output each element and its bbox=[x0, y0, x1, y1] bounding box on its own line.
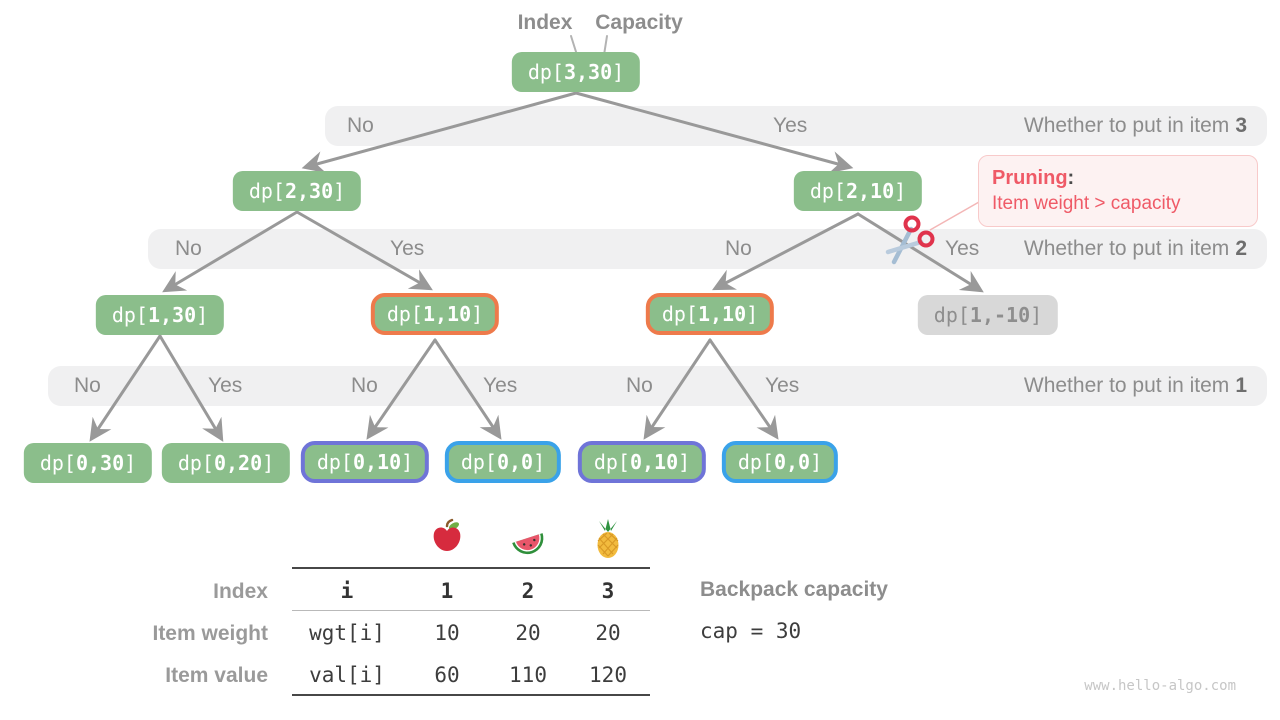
capacity-header-label: Capacity bbox=[595, 11, 683, 34]
table-cell-weight-2: 20 bbox=[515, 621, 541, 645]
table-cell-value-3: 120 bbox=[589, 663, 627, 687]
pruning-note: Pruning: Item weight > capacity bbox=[978, 155, 1258, 227]
dp-node-1-10-right: dp[1,10] bbox=[645, 293, 775, 335]
band1-yes2-label: Yes bbox=[483, 374, 518, 397]
pruning-callout-line bbox=[929, 201, 980, 231]
pruning-text: Item weight > capacity bbox=[992, 193, 1181, 214]
watermark: www.hello-algo.com bbox=[1084, 678, 1236, 694]
table-cell-index-2: 2 bbox=[521, 579, 535, 603]
dp-node-1-10-left: dp[1,10] bbox=[370, 293, 500, 335]
scissors-icon bbox=[885, 215, 935, 265]
table-cell-index-3: 3 bbox=[601, 579, 615, 603]
dp-node-0-10-left: dp[0,10] bbox=[300, 441, 430, 483]
dp-node-0-30: dp[0,30] bbox=[23, 443, 153, 483]
band3-yes-label: Yes bbox=[773, 114, 808, 137]
table-cell-weight-3: 20 bbox=[595, 621, 621, 645]
dp-node-0-10-right: dp[0,10] bbox=[577, 441, 707, 483]
dp-node-0-0-right: dp[0,0] bbox=[721, 441, 839, 483]
table-cell-index-1: 1 bbox=[440, 579, 454, 603]
apple-icon bbox=[433, 518, 461, 551]
dp-node-2-10: dp[2,10] bbox=[793, 171, 923, 211]
watermelon-icon bbox=[512, 533, 544, 555]
dp-node-3-30: dp[3,30] bbox=[511, 52, 641, 92]
backpack-capacity-code: cap = 30 bbox=[700, 619, 802, 643]
backpack-capacity-label: Backpack capacity bbox=[700, 578, 888, 601]
dp-node-1-neg10-pruned: dp[1,-10] bbox=[917, 295, 1059, 335]
band1-no2-label: No bbox=[351, 374, 378, 397]
table-rule-bottom bbox=[292, 694, 650, 696]
table-row-label-weight: Item weight bbox=[152, 622, 268, 645]
band1-yes1-label: Yes bbox=[208, 374, 243, 397]
band1-no3-label: No bbox=[626, 374, 653, 397]
band1-no1-label: No bbox=[74, 374, 101, 397]
table-key-val: val[i] bbox=[309, 663, 385, 687]
band3-no-label: No bbox=[347, 114, 374, 137]
band2-yes1-label: Yes bbox=[390, 237, 425, 260]
dp-node-0-0-left: dp[0,0] bbox=[444, 441, 562, 483]
table-row-label-value: Item value bbox=[165, 664, 268, 687]
table-cell-value-1: 60 bbox=[434, 663, 460, 687]
table-key-wgt: wgt[i] bbox=[309, 621, 385, 645]
pineapple-icon bbox=[597, 519, 619, 558]
dp-node-2-30: dp[2,30] bbox=[232, 171, 362, 211]
table-cell-weight-1: 10 bbox=[434, 621, 460, 645]
pruning-title: Pruning: bbox=[992, 167, 1075, 189]
table-rule-top bbox=[292, 567, 650, 569]
tree-edges bbox=[89, 91, 984, 442]
header-callout-lines bbox=[570, 35, 608, 56]
table-row-label-index: Index bbox=[213, 580, 268, 603]
band2-yes2-label: Yes bbox=[945, 237, 980, 260]
table-cell-value-2: 110 bbox=[509, 663, 547, 687]
band2-no1-label: No bbox=[175, 237, 202, 260]
table-key-i: i bbox=[340, 579, 354, 603]
band2-no2-label: No bbox=[725, 237, 752, 260]
dp-node-0-20: dp[0,20] bbox=[161, 443, 291, 483]
index-header-label: Index bbox=[517, 11, 573, 34]
decision-band-item-1: No Yes No Yes No Yes Whether to put in i… bbox=[48, 366, 1267, 406]
dp-node-1-30: dp[1,30] bbox=[95, 295, 225, 335]
table-rule-middle bbox=[292, 610, 650, 611]
band1-yes3-label: Yes bbox=[765, 374, 800, 397]
